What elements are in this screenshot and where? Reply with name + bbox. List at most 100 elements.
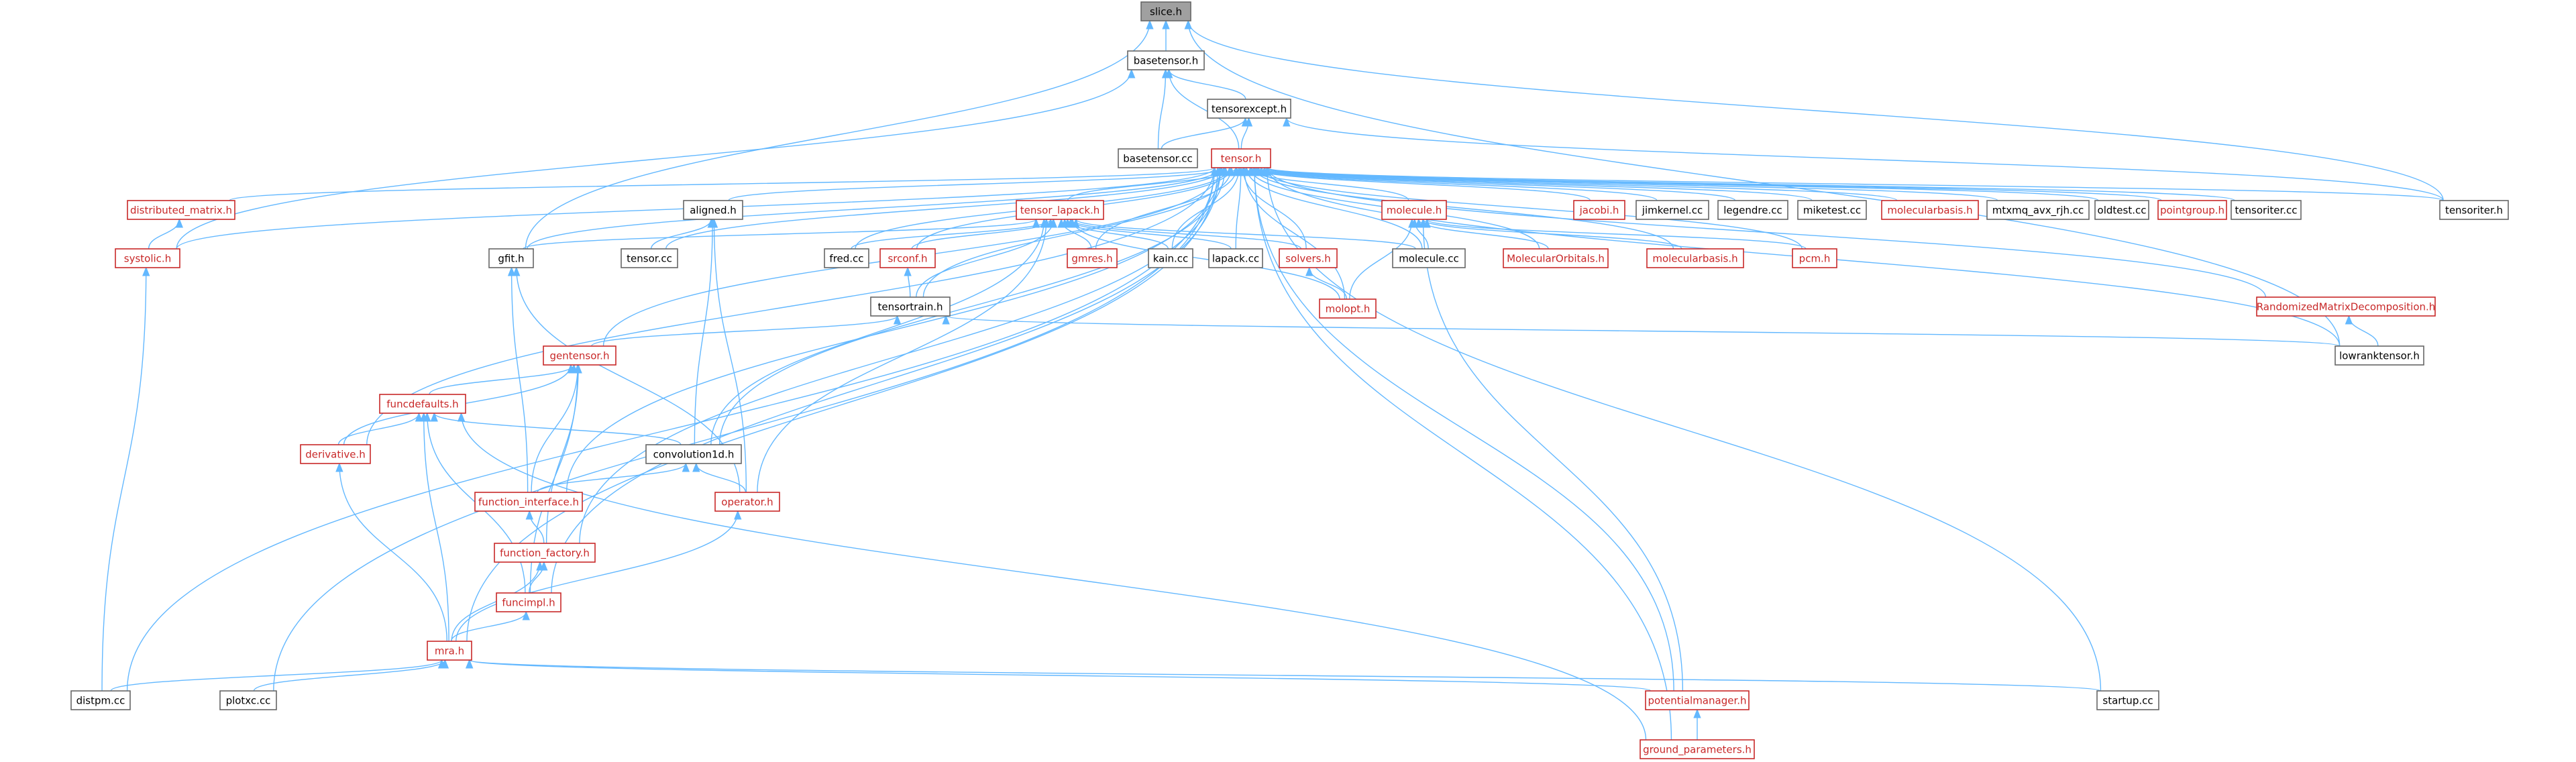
edge-mra-to-function-factory: [451, 562, 540, 642]
node-potentialmanager[interactable]: potentialmanager.h: [1645, 690, 1750, 710]
node-jimkernel[interactable]: jimkernel.cc: [1635, 200, 1709, 220]
node-molecule-cc[interactable]: molecule.cc: [1392, 248, 1466, 268]
node-label: srconf.h: [888, 253, 927, 265]
node-derivative[interactable]: derivative.h: [300, 444, 371, 464]
node-tensoriter-cc[interactable]: tensoriter.cc: [2231, 200, 2302, 220]
node-box: [2334, 345, 2424, 366]
node-lowranktensor[interactable]: lowranktensor.h: [2334, 345, 2424, 366]
node-label: jacobi.h: [1579, 205, 1619, 217]
node-label: funcdefaults.h: [386, 398, 458, 411]
node-box: [824, 248, 869, 268]
node-molecularbasis2[interactable]: molecularbasis.h: [1646, 248, 1744, 268]
node-srconf[interactable]: srconf.h: [879, 248, 936, 268]
node-box: [300, 444, 371, 464]
edge-potentialmanager-to-molecule-h: [1424, 219, 1684, 692]
edge-mra-to-operator: [455, 511, 738, 642]
node-aligned[interactable]: aligned.h: [683, 200, 743, 220]
node-mra[interactable]: mra.h: [427, 641, 472, 661]
node-tensor-lapack[interactable]: tensor_lapack.h: [1016, 200, 1104, 220]
edge-pcm-to-molecule-h: [1427, 219, 1807, 250]
edge-molopt-to-solvers: [1309, 267, 1348, 300]
node-legendre[interactable]: legendre.cc: [1717, 200, 1788, 220]
node-tensor-cc[interactable]: tensor.cc: [621, 248, 678, 268]
node-label: kain.cc: [1153, 253, 1189, 265]
node-tensorexcept[interactable]: tensorexcept.h: [1207, 99, 1291, 119]
node-box: [127, 200, 235, 220]
edge-systolic-to-distributed-matrix: [148, 219, 180, 250]
node-box: [1319, 298, 1377, 319]
node-jacobi[interactable]: jacobi.h: [1573, 200, 1625, 220]
node-tensoriter-h[interactable]: tensoriter.h: [2439, 200, 2509, 220]
node-box: [1207, 99, 1291, 119]
edge-potentialmanager-to-tensor-h: [1254, 168, 1674, 692]
node-label: pcm.h: [1799, 253, 1831, 265]
node-lapack[interactable]: lapack.cc: [1208, 248, 1263, 268]
node-operator[interactable]: operator.h: [714, 492, 780, 512]
node-gfit[interactable]: gfit.h: [488, 248, 534, 268]
node-label: gentensor.h: [550, 350, 610, 362]
node-tensor-h[interactable]: tensor.h: [1211, 148, 1271, 168]
node-label: MolecularOrbitals.h: [1507, 253, 1605, 265]
node-gmres[interactable]: gmres.h: [1067, 248, 1118, 268]
node-ground-parameters[interactable]: ground_parameters.h: [1640, 739, 1755, 759]
node-label: derivative.h: [305, 449, 366, 461]
edge-mra-to-derivative: [339, 464, 447, 642]
node-funcdefaults[interactable]: funcdefaults.h: [379, 394, 466, 414]
node-basetensor-cc[interactable]: basetensor.cc: [1118, 148, 1198, 168]
edge-molecularbasis2-to-molecule-h: [1423, 219, 1682, 250]
node-kain[interactable]: kain.cc: [1148, 248, 1193, 268]
edge-distpm-to-mra: [110, 659, 441, 692]
edge-miketest-to-tensor-h: [1258, 167, 1813, 201]
node-box: [870, 296, 951, 317]
node-box: [115, 248, 180, 268]
node-solvers[interactable]: solvers.h: [1279, 248, 1338, 268]
node-mtxmq[interactable]: mtxmq_avx_rjh.cc: [1986, 200, 2090, 220]
node-startup[interactable]: startup.cc: [2096, 690, 2159, 710]
node-tensortrain[interactable]: tensortrain.h: [870, 296, 951, 317]
node-systolic[interactable]: systolic.h: [115, 248, 180, 268]
node-convolution1d[interactable]: convolution1d.h: [645, 444, 742, 464]
edge-operator-to-tensor-lapack: [757, 219, 1046, 493]
edge-systolic-to-basetensor-h: [176, 70, 1132, 250]
node-molopt[interactable]: molopt.h: [1319, 298, 1377, 319]
edge-convolution1d-to-aligned: [694, 219, 712, 445]
edge-function-interface-to-convolution1d: [537, 463, 686, 493]
node-plotxc[interactable]: plotxc.cc: [219, 690, 277, 710]
node-label: distributed_matrix.h: [130, 205, 232, 217]
node-label: oldtest.cc: [2098, 205, 2147, 217]
node-molecularorbitals[interactable]: MolecularOrbitals.h: [1503, 248, 1609, 268]
node-function-interface[interactable]: function_interface.h: [474, 492, 583, 512]
node-box: [1211, 148, 1271, 168]
edge-convolution1d-to-funcdefaults: [434, 413, 682, 445]
edge-derivative-to-tensor-h: [366, 168, 1215, 445]
node-molecularbasis1[interactable]: molecularbasis.h: [1881, 200, 1979, 220]
node-box: [1381, 200, 1447, 220]
node-oldtest[interactable]: oldtest.cc: [2094, 200, 2149, 220]
node-miketest[interactable]: miketest.cc: [1797, 200, 1867, 220]
edge-molecularbasis2-to-tensor-h: [1254, 167, 1674, 250]
node-distributed-matrix[interactable]: distributed_matrix.h: [127, 200, 235, 220]
edge-layer: [101, 21, 2444, 741]
node-molecule-h[interactable]: molecule.h: [1381, 200, 1447, 220]
node-box: [1635, 200, 1709, 220]
edge-convolution1d-to-tensor-h: [718, 168, 1225, 445]
node-distpm[interactable]: distpm.cc: [70, 690, 131, 710]
node-box: [1140, 1, 1191, 21]
edge-tensor-cc-to-tensor-h: [665, 167, 1224, 250]
node-label: convolution1d.h: [653, 449, 735, 461]
node-funcimpl[interactable]: funcimpl.h: [496, 592, 561, 612]
node-rmd[interactable]: RandomizedMatrixDecomposition.h: [2256, 296, 2436, 317]
edge-operator-to-aligned: [714, 219, 747, 493]
node-label: funcimpl.h: [502, 597, 555, 609]
node-function-factory[interactable]: function_factory.h: [494, 543, 596, 563]
edge-jimkernel-to-tensor-h: [1254, 167, 1658, 201]
node-label: lowranktensor.h: [2339, 350, 2420, 362]
node-box: [714, 492, 780, 512]
node-slice[interactable]: slice.h: [1140, 1, 1191, 21]
node-pcm[interactable]: pcm.h: [1792, 248, 1837, 268]
node-label: tensoriter.h: [2445, 205, 2503, 217]
node-gentensor[interactable]: gentensor.h: [543, 345, 616, 366]
node-basetensor-h[interactable]: basetensor.h: [1127, 50, 1205, 70]
node-pointgroup[interactable]: pointgroup.h: [2157, 200, 2227, 220]
node-fred[interactable]: fred.cc: [824, 248, 869, 268]
